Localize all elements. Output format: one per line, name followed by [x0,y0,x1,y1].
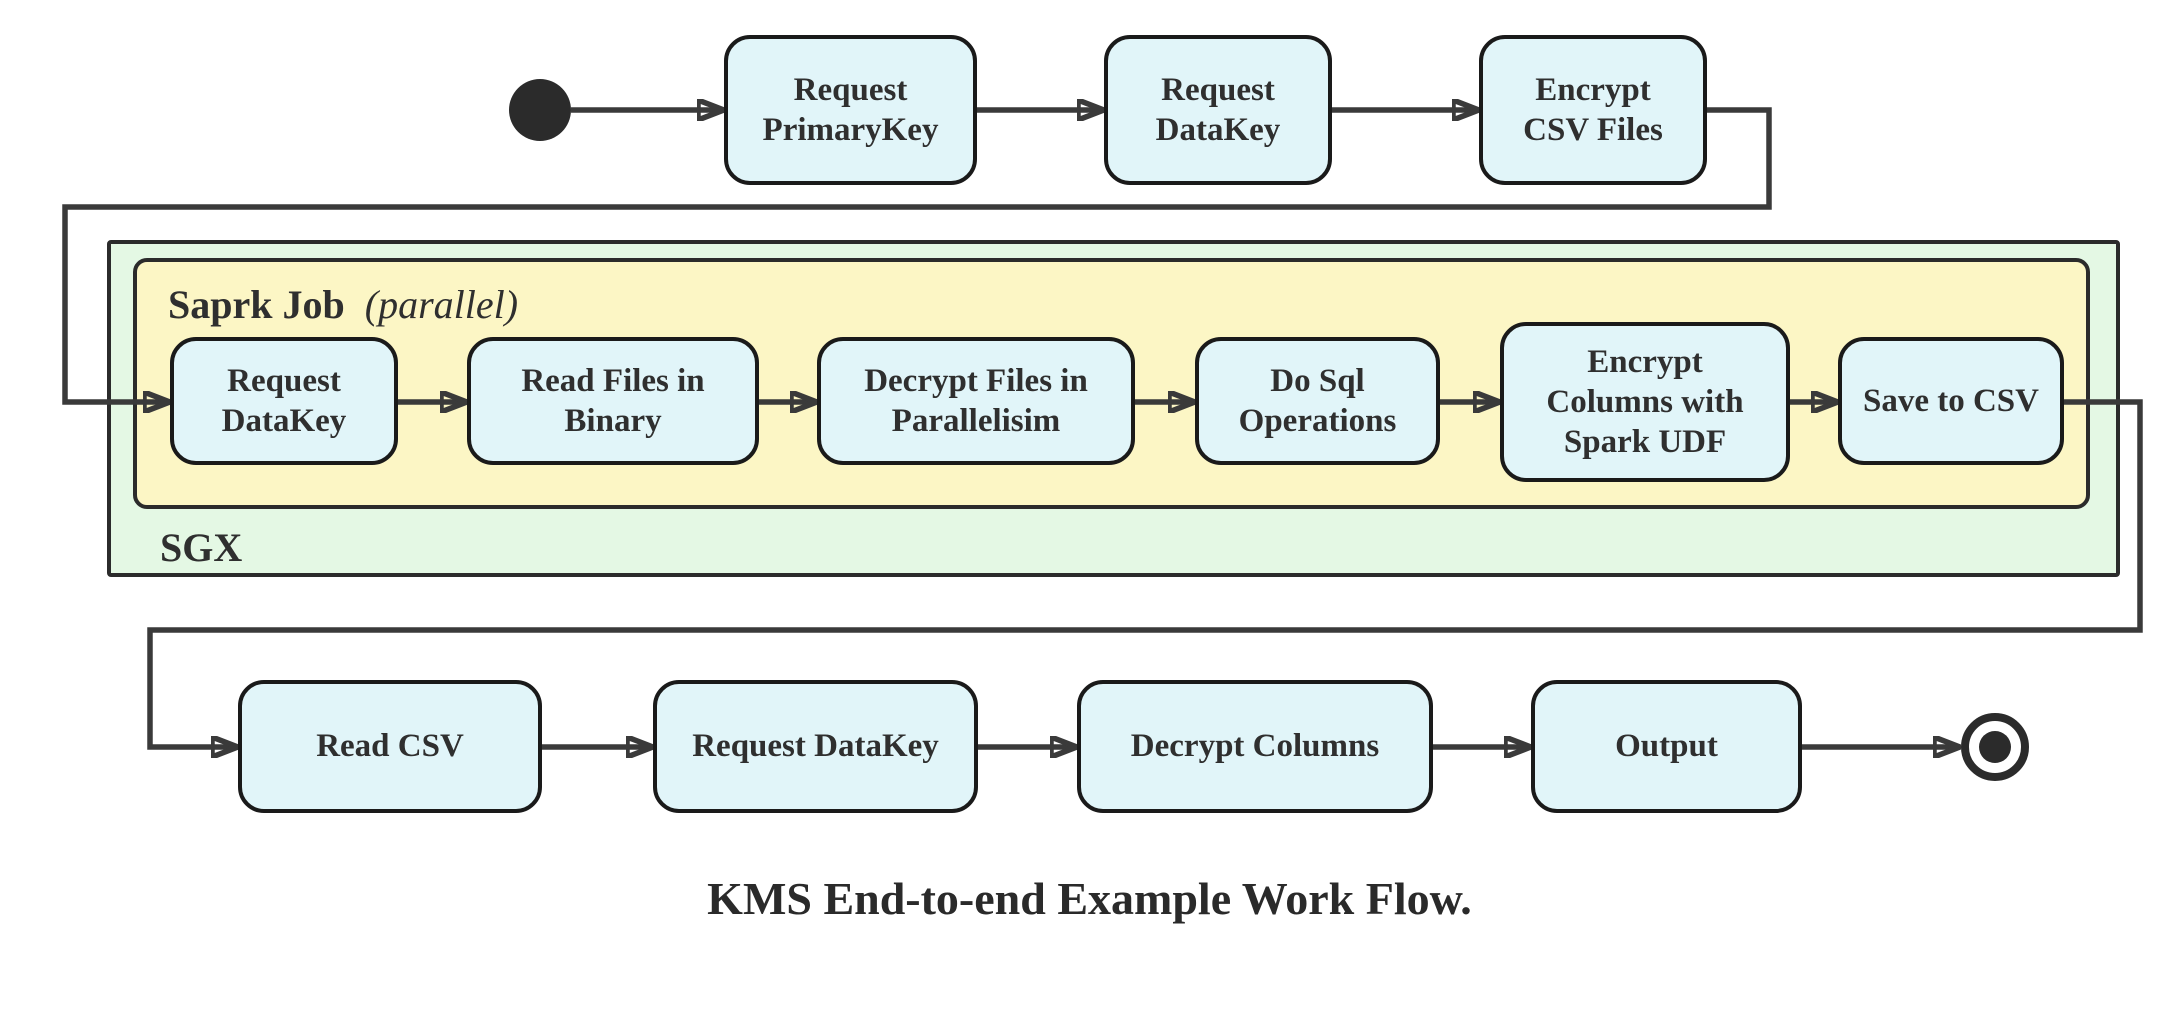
end-node-dot [1979,731,2011,763]
edge-save-csv-to-read-csv [147,399,2143,747]
node-decrypt-columns: Decrypt Columns [1077,680,1433,813]
node-save-to-csv: Save to CSV [1838,337,2064,465]
node-request-datakey-bottom: Request DataKey [653,680,978,813]
node-request-datakey-top: Request DataKey [1104,35,1332,185]
node-decrypt-files-in-parallelisim: Decrypt Files in Parallelisim [817,337,1135,465]
spark-job-label: Saprk Job (parallel) [168,285,518,325]
diagram-caption: KMS End-to-end Example Work Flow. [707,873,1472,924]
node-request-primarykey: Request PrimaryKey [724,35,977,185]
start-node [509,79,571,141]
spark-job-label-text: Saprk Job [168,282,345,327]
spark-job-qualifier: (parallel) [364,282,519,327]
node-do-sql-operations: Do Sql Operations [1195,337,1440,465]
node-encrypt-columns-spark-udf: Encrypt Columns with Spark UDF [1500,322,1790,482]
node-encrypt-csv-files: Encrypt CSV Files [1479,35,1707,185]
node-output: Output [1531,680,1802,813]
sgx-label: SGX [160,525,243,570]
node-read-files-in-binary: Read Files in Binary [467,337,759,465]
end-node [1961,713,2029,781]
node-sgx-request-datakey: Request DataKey [170,337,398,465]
edge-encrypt-csv-to-sgx-request-datakey [62,107,1772,402]
node-read-csv: Read CSV [238,680,542,813]
